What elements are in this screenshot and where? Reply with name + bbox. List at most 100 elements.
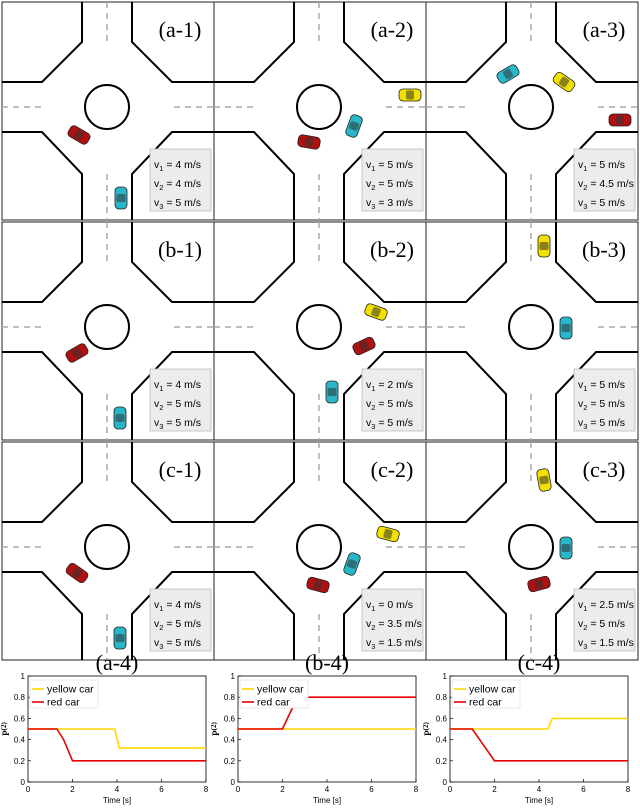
car-icon <box>537 234 551 258</box>
legend-entry: yellow car <box>257 684 304 696</box>
car-icon <box>608 113 632 127</box>
speed-value: v3 = 5 m/s <box>366 417 413 431</box>
speed-value: v2 = 4.5 m/s <box>578 178 634 192</box>
car-windshield <box>327 388 337 396</box>
roundabout-circle <box>296 524 342 570</box>
car-icon <box>113 626 127 650</box>
speed-value: v2 = 5 m/s <box>366 398 413 412</box>
y-tick-label: 0.4 <box>224 736 236 745</box>
y-tick-label: 0.2 <box>436 757 448 766</box>
car-icon <box>113 406 127 430</box>
car-icon <box>536 468 552 492</box>
panel-label: (a-2) <box>371 17 414 42</box>
legend-entry: red car <box>47 697 80 709</box>
car-icon <box>65 562 89 584</box>
car-windshield <box>115 414 125 422</box>
car-windshield <box>74 129 84 141</box>
car-icon <box>297 134 321 150</box>
road-edge-top-right <box>555 222 638 303</box>
car-icon <box>364 303 388 321</box>
panel-label: (a-1) <box>159 17 202 42</box>
speed-value: v2 = 5 m/s <box>154 618 201 632</box>
road-edge-top-right <box>131 442 214 523</box>
series-line <box>450 728 628 762</box>
x-tick-label: 2 <box>70 785 75 794</box>
speed-info-box <box>149 148 212 212</box>
x-tick-label: 4 <box>115 785 120 794</box>
x-tick-label: 2 <box>492 785 497 794</box>
road-edge-top-right <box>131 2 214 83</box>
speed-info-box <box>361 588 424 652</box>
road-edge-top-right <box>343 2 426 83</box>
series-line <box>238 696 416 730</box>
car-windshield <box>561 544 571 552</box>
road-edge-top-right <box>343 442 426 523</box>
road-edge-top-left <box>214 442 295 523</box>
legend-entry: yellow car <box>469 684 516 696</box>
speed-value: v1 = 5 m/s <box>366 159 413 173</box>
speed-value: v1 = 5 m/s <box>578 379 625 393</box>
y-tick-label: 0 <box>21 778 26 787</box>
road-edge-bottom-left <box>426 351 507 440</box>
y-tick-label: 0.2 <box>224 757 236 766</box>
scene-panel: (b-1)v1 = 4 m/sv2 = 5 m/sv3 = 5 m/s <box>1 221 215 441</box>
car-windshield <box>406 90 414 100</box>
panel-label: (b-2) <box>370 237 414 262</box>
x-tick-label: 2 <box>280 785 285 794</box>
x-tick-label: 8 <box>626 785 631 794</box>
panel-label: (a-3) <box>583 17 626 42</box>
road-edge-top-left <box>2 442 83 523</box>
speed-value: v2 = 3.5 m/s <box>366 618 422 632</box>
speed-value: v3 = 5 m/s <box>154 197 201 211</box>
car-windshield <box>616 115 624 125</box>
speed-value: v2 = 5 m/s <box>578 398 625 412</box>
panel-label: (b-1) <box>158 237 202 262</box>
speed-info-box <box>149 368 212 432</box>
speed-value: v3 = 5 m/s <box>578 417 625 431</box>
speed-value: v1 = 2.5 m/s <box>578 599 634 613</box>
road-edge-top-left <box>426 222 507 303</box>
car-windshield <box>383 529 393 539</box>
speed-value: v2 = 4 m/s <box>154 178 201 192</box>
car-icon <box>376 525 400 543</box>
car-windshield <box>561 324 571 332</box>
roundabout-circle <box>508 524 554 570</box>
x-tick-label: 0 <box>448 785 453 794</box>
chart-label: (b-4) <box>305 650 349 675</box>
speed-info-box <box>361 148 424 212</box>
scene-panel: (c-2)v1 = 0 m/sv2 = 3.5 m/sv3 = 1.5 m/s <box>213 441 427 661</box>
legend-box <box>239 679 309 709</box>
speed-value: v3 = 5 m/s <box>154 417 201 431</box>
speed-value: v1 = 0 m/s <box>366 599 413 613</box>
roundabout-circle <box>508 84 554 130</box>
car-windshield <box>313 580 323 590</box>
car-icon <box>325 380 339 404</box>
road-edge-top-right <box>555 2 638 83</box>
y-tick-label: 1 <box>443 672 448 681</box>
car-icon <box>552 71 576 93</box>
x-axis-title: Time [s] <box>525 796 553 805</box>
car-icon <box>345 114 363 138</box>
roundabout-circle <box>296 304 342 350</box>
road-edge-top-left <box>214 2 295 83</box>
x-tick-label: 8 <box>204 785 209 794</box>
road-edge-top-left <box>2 2 83 83</box>
road-edge-top-left <box>2 222 83 303</box>
road-edge-bottom-left <box>2 351 83 440</box>
car-windshield <box>304 137 314 147</box>
y-tick-label: 1 <box>231 672 236 681</box>
speed-info-box <box>573 588 636 652</box>
speed-value: v2 = 5 m/s <box>366 178 413 192</box>
legend-box <box>451 679 521 709</box>
series-line <box>28 728 206 762</box>
y-tick-label: 0.6 <box>436 714 448 723</box>
speed-value: v1 = 4 m/s <box>154 599 201 613</box>
y-tick-label: 0.6 <box>224 714 236 723</box>
scene-panel: (b-2)v1 = 2 m/sv2 = 5 m/sv3 = 5 m/s <box>213 221 427 441</box>
speed-info-box <box>573 148 636 212</box>
